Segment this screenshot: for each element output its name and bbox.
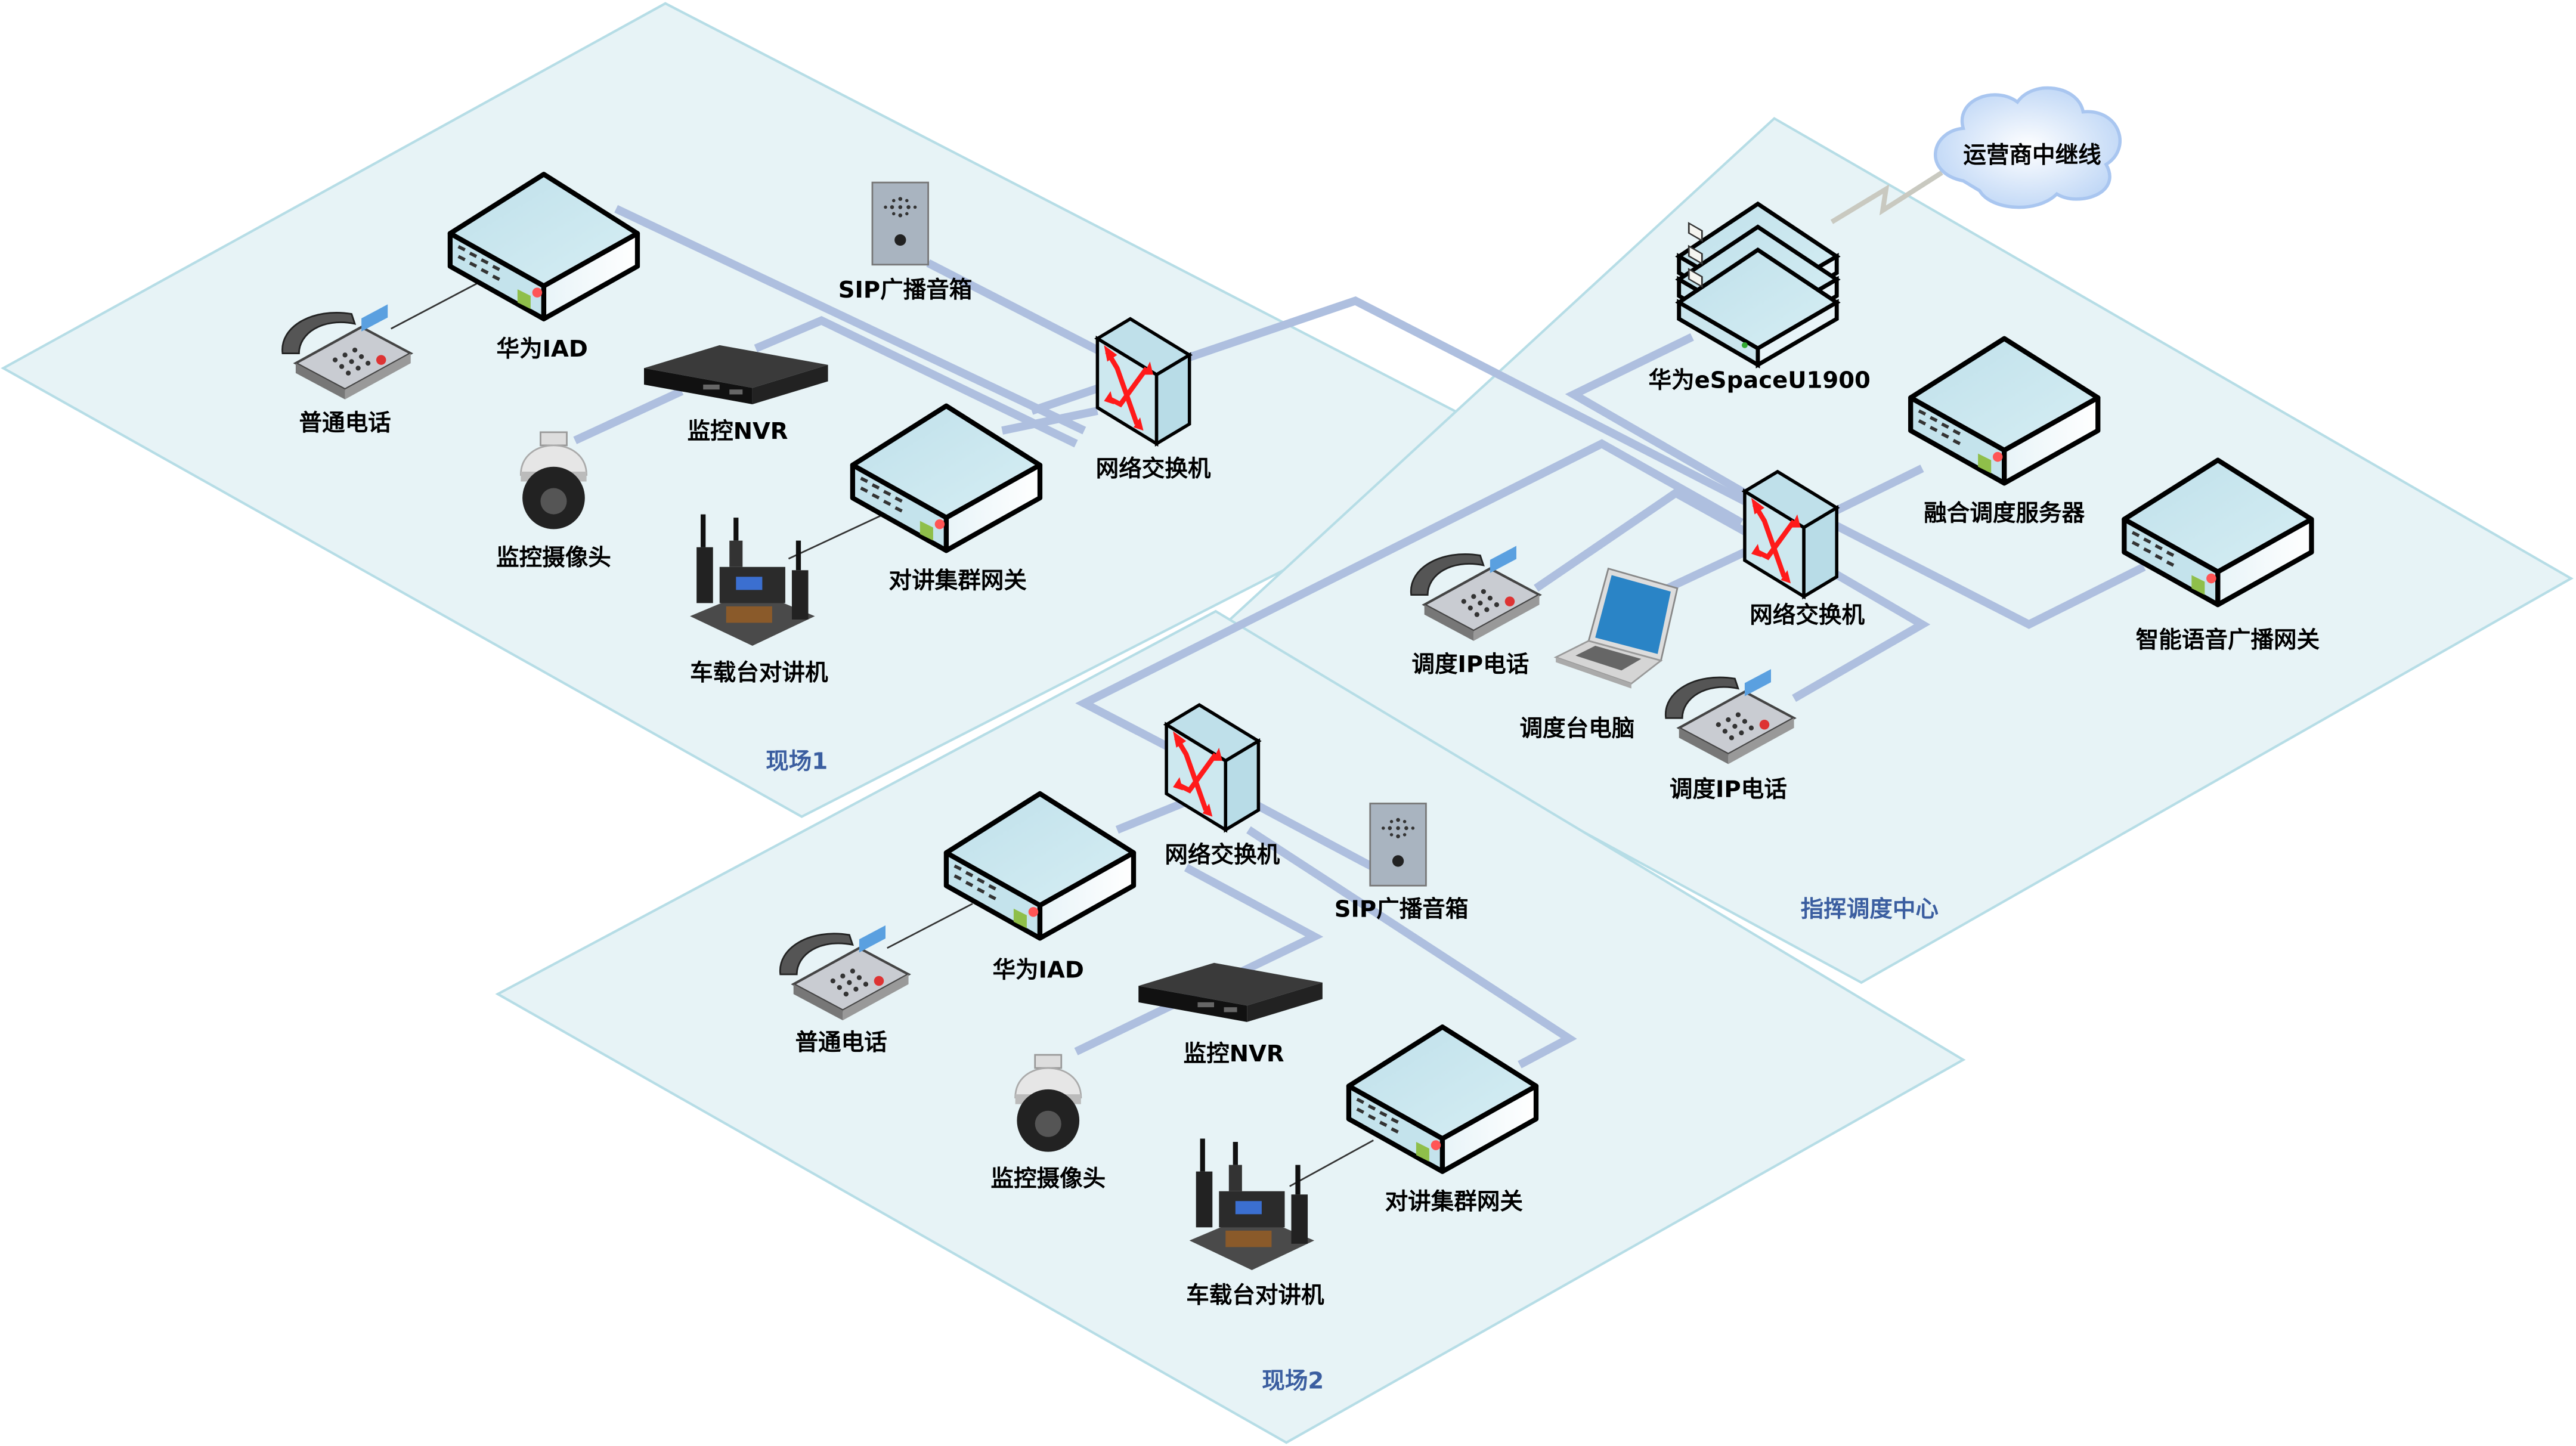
label-espace: 华为eSpaceU1900 xyxy=(1649,367,1871,394)
label-trunk: 运营商中继线 xyxy=(1963,142,2101,169)
link-site2-center xyxy=(1075,439,1744,751)
sip-speaker-icon xyxy=(1369,803,1427,887)
label-iad: 华为IAD xyxy=(497,336,588,363)
label-broadcast-gateway: 智能语音广播网关 xyxy=(2136,627,2320,654)
network-links xyxy=(573,205,2146,1069)
label-camera: 监控摄像头 xyxy=(990,1165,1106,1192)
link-iad2-switch2 xyxy=(1115,798,1188,834)
label-ip-phone-1: 调度IP电话 xyxy=(1411,651,1529,678)
link-broadcast-switch xyxy=(1835,522,2146,629)
sip-speaker-icon xyxy=(871,181,930,266)
trunk-lightning-icon xyxy=(1830,171,1943,224)
zone-label-center: 指挥调度中心 xyxy=(1801,896,1939,923)
link-phone1-switch xyxy=(1534,488,1752,592)
link-server-switch xyxy=(1829,465,1924,517)
label-ptt-gateway: 对讲集群网关 xyxy=(1385,1188,1524,1215)
link-phone2-switch xyxy=(1792,563,1931,702)
link-espace-switch xyxy=(1565,333,1747,497)
label-sip-speaker: SIP广播音箱 xyxy=(1335,896,1469,923)
label-console-pc: 调度台电脑 xyxy=(1519,716,1634,742)
label-ip-phone-2: 调度IP电话 xyxy=(1670,776,1787,803)
label-vehicle-radio: 车载台对讲机 xyxy=(690,659,828,686)
thin-links xyxy=(391,278,1374,1187)
link-nvr2-switch2 xyxy=(1074,863,1324,1055)
label-sip-speaker: SIP广播音箱 xyxy=(838,277,973,304)
label-switch: 网络交换机 xyxy=(1750,602,1865,628)
label-nvr: 监控NVR xyxy=(1184,1041,1284,1067)
cloud-icon xyxy=(1934,86,2122,209)
label-nvr: 监控NVR xyxy=(688,418,788,445)
label-ptt-gateway: 对讲集群网关 xyxy=(889,568,1027,594)
label-switch: 网络交换机 xyxy=(1165,842,1280,869)
link-iad1-switch1 xyxy=(614,205,1086,435)
zone-label-site2: 现场2 xyxy=(1262,1367,1324,1394)
zone-plane-site2 xyxy=(495,609,1966,1444)
label-camera: 监控摄像头 xyxy=(496,544,611,571)
link-laptop-switch xyxy=(1665,548,1747,592)
link-switch2-speaker2 xyxy=(1255,801,1382,875)
link-gw2-switch2 xyxy=(1246,826,1577,1069)
label-switch: 网络交换机 xyxy=(1096,456,1211,482)
label-vehicle-radio: 车载台对讲机 xyxy=(1186,1282,1324,1309)
link-speaker1-switch1 xyxy=(926,259,1106,357)
link-gw1-switch1 xyxy=(1001,407,1098,435)
link-camera1-nvr1 xyxy=(573,387,684,444)
label-phone: 普通电话 xyxy=(795,1029,887,1056)
label-iad: 华为IAD xyxy=(993,957,1084,984)
label-phone: 普通电话 xyxy=(299,410,391,436)
link-nvr1-switch1 xyxy=(754,315,1078,448)
label-dispatch-server: 融合调度服务器 xyxy=(1924,500,2085,527)
zone-label-site1: 现场1 xyxy=(766,748,828,775)
